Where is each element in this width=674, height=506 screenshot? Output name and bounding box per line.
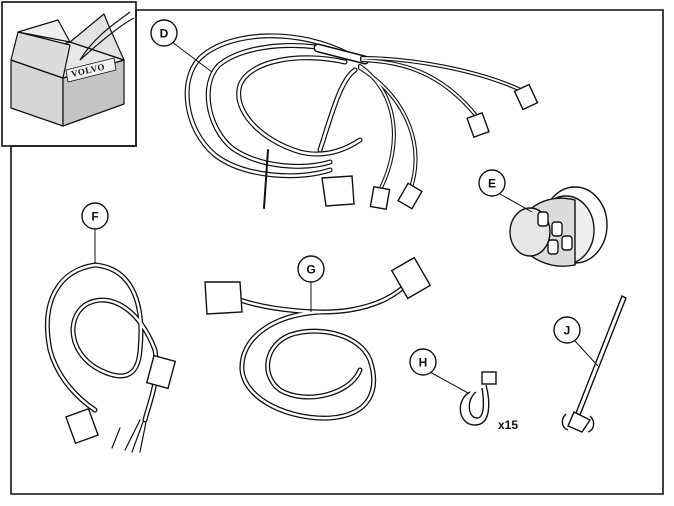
svg-text:G: G (306, 263, 315, 277)
callout-j: J (553, 316, 599, 367)
svg-text:J: J (564, 324, 571, 338)
svg-text:F: F (91, 210, 98, 224)
callout-h: H (409, 348, 469, 394)
callout-d: D (150, 19, 213, 73)
package-box-icon: VOLVO (10, 11, 135, 127)
callout-e: E (478, 169, 533, 213)
quantity-label-h: x15 (498, 418, 518, 432)
cable-icon-g (204, 256, 432, 421)
cable-icon-f (44, 262, 177, 453)
cable-tie-icon (561, 295, 627, 433)
socket-icon (509, 186, 608, 267)
clip-icon (459, 371, 497, 426)
package-inset-frame (1, 1, 137, 147)
svg-text:H: H (419, 356, 428, 370)
callout-f: F (81, 202, 109, 264)
svg-text:D: D (160, 27, 169, 41)
callout-g: G (297, 255, 325, 312)
svg-text:E: E (488, 177, 496, 191)
wiring-harness-icon (184, 33, 539, 211)
